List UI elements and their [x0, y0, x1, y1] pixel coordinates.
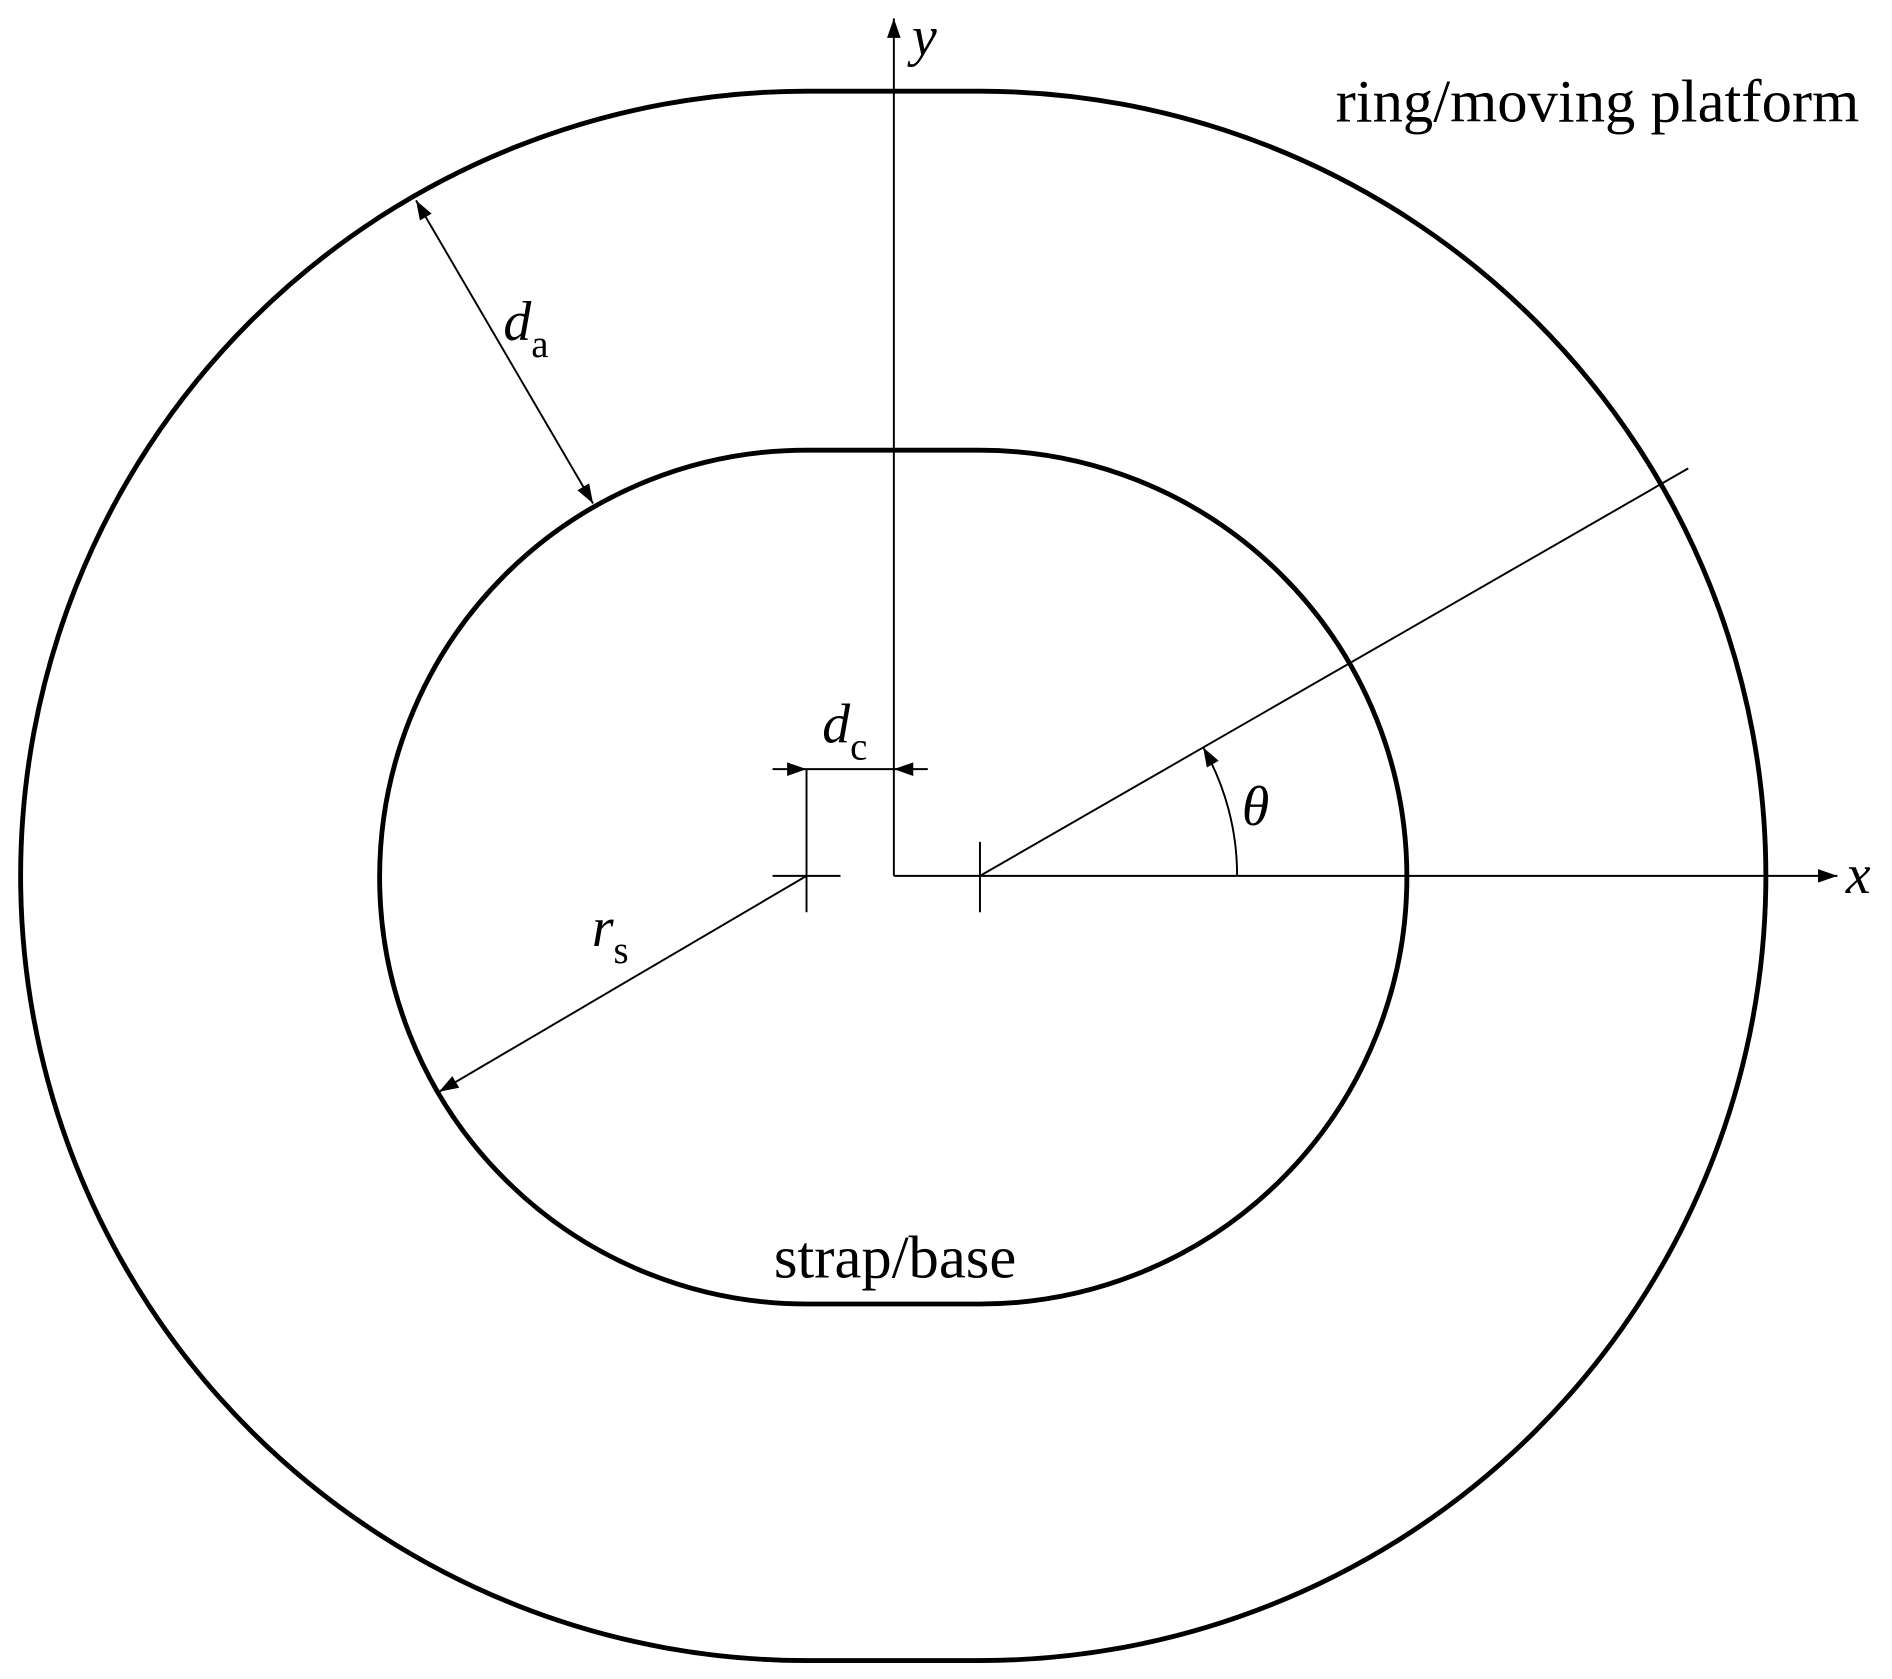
outer-ring-outline	[18, 88, 1769, 1664]
da-dimension	[415, 199, 594, 505]
rs-dimension	[438, 875, 808, 1093]
strap-label: strap/base	[774, 1224, 1016, 1291]
rs-label: rs	[592, 897, 629, 972]
theta-ray	[979, 467, 1689, 877]
theta-arc	[1202, 746, 1239, 876]
dc-label: dc	[822, 693, 867, 768]
ring-label: ring/moving platform	[1336, 69, 1860, 136]
theta-label: θ	[1242, 776, 1269, 838]
da-label: da	[503, 291, 548, 366]
inner-strap-outline	[377, 447, 1410, 1307]
x-axis-label: x	[1845, 844, 1871, 906]
y-axis-label: y	[907, 6, 937, 68]
